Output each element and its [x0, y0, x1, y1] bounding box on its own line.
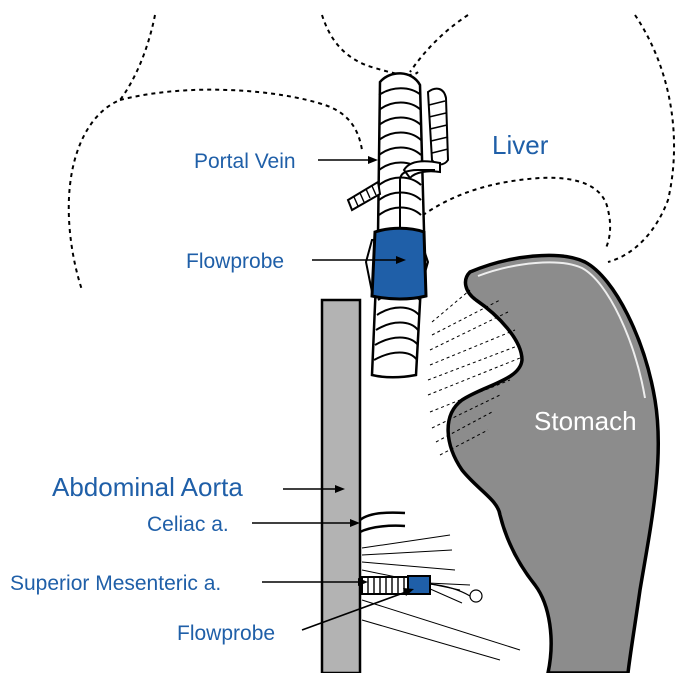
celiac-artery — [360, 513, 405, 532]
portal-vein-label: Portal Vein — [194, 150, 296, 173]
flowprobe-upper-label: Flowprobe — [186, 250, 284, 273]
left-branch-vessel — [348, 182, 380, 210]
celiac-label: Celiac a. — [147, 513, 229, 536]
portal-vein — [372, 73, 424, 377]
mesenteric-vessels — [362, 535, 520, 660]
superior-mesenteric-label: Superior Mesenteric a. — [10, 572, 221, 595]
abdominal-aorta-label: Abdominal Aorta — [52, 472, 243, 502]
flowprobe-lower-label: Flowprobe — [177, 622, 275, 645]
flowprobe-upper-device — [366, 228, 428, 299]
abdominal-aorta — [322, 300, 360, 673]
stomach-label: Stomach — [534, 406, 637, 436]
stomach — [448, 255, 658, 673]
flowprobe-lower-cable — [430, 584, 482, 602]
liver-label: Liver — [492, 130, 549, 160]
